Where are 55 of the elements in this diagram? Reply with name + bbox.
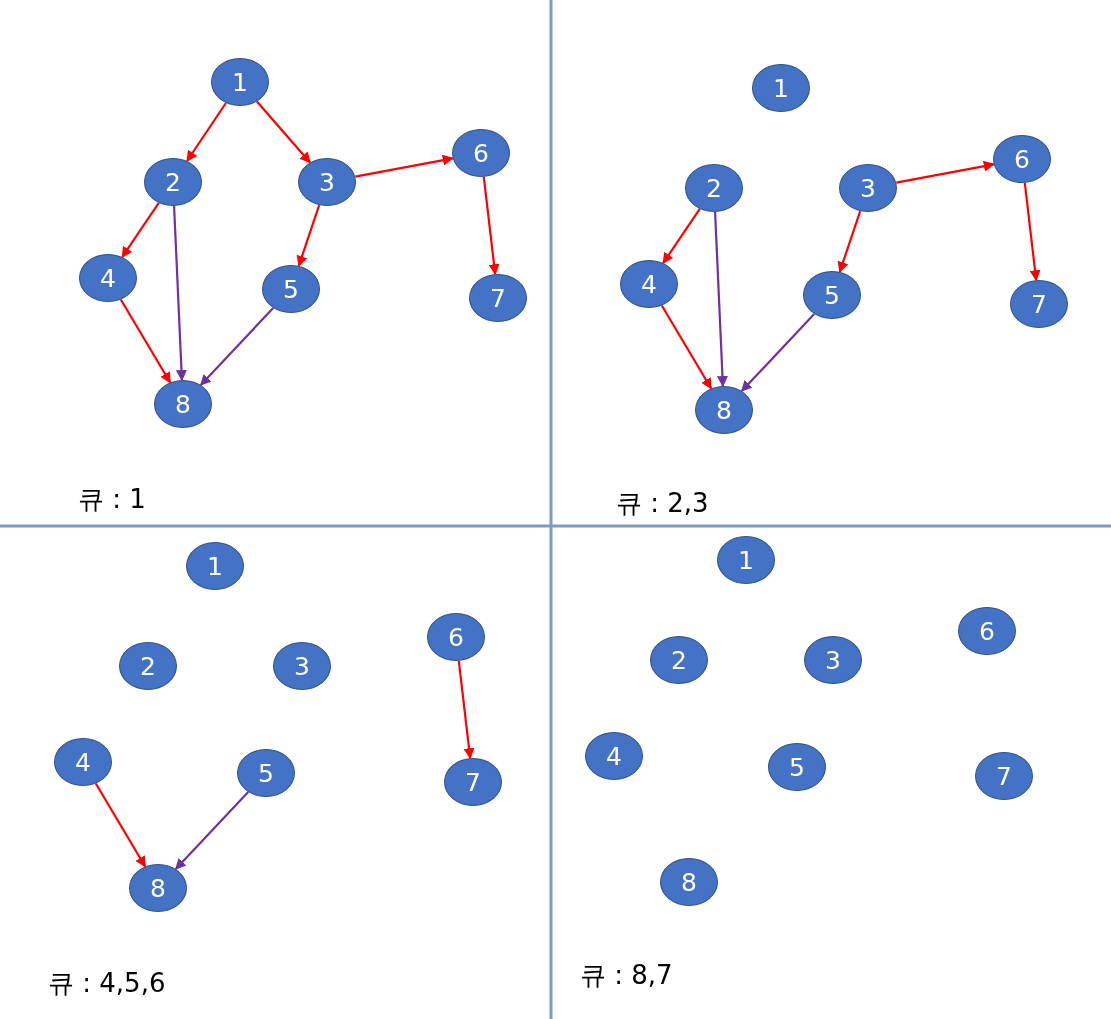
node-circle: 3 <box>804 636 862 684</box>
node-circle: 5 <box>803 271 861 319</box>
node-circle: 1 <box>752 64 810 112</box>
arrow <box>173 205 187 382</box>
arrow <box>94 782 147 868</box>
node-circle: 4 <box>54 738 112 786</box>
node-circle: 8 <box>154 380 212 428</box>
node-circle: 7 <box>1010 280 1068 328</box>
arrow <box>660 304 713 390</box>
node-circle: 8 <box>660 858 718 906</box>
node-circle: 1 <box>717 536 775 584</box>
node-circle: 5 <box>262 265 320 313</box>
node-circle: 8 <box>129 864 187 912</box>
node-circle: 1 <box>211 58 269 106</box>
node-circle: 8 <box>695 386 753 434</box>
queue-label: 큐 : 4,5,6 <box>48 967 166 1000</box>
node-circle: 3 <box>273 642 331 690</box>
arrow <box>837 210 862 273</box>
node-circle: 1 <box>186 542 244 590</box>
node-circle: 6 <box>993 135 1051 183</box>
arrow <box>121 202 160 258</box>
node-circle: 6 <box>427 613 485 661</box>
node-circle: 6 <box>452 129 510 177</box>
queue-label: 큐 : 1 <box>78 483 146 516</box>
node-circle: 7 <box>444 758 502 806</box>
arrow <box>200 307 274 386</box>
node-circle: 3 <box>839 164 897 212</box>
arrow <box>714 211 728 388</box>
node-circle: 6 <box>958 607 1016 655</box>
node-circle: 4 <box>620 260 678 308</box>
arrow <box>186 102 227 162</box>
node-circle: 5 <box>237 749 295 797</box>
arrow <box>482 176 500 276</box>
node-circle: 7 <box>469 274 527 322</box>
node-circle: 2 <box>685 164 743 212</box>
arrow <box>256 100 311 164</box>
queue-label: 큐 : 8,7 <box>580 959 673 992</box>
node-circle: 5 <box>768 743 826 791</box>
arrow <box>457 660 475 760</box>
arrow <box>662 208 701 264</box>
node-circle: 2 <box>119 642 177 690</box>
node-circle: 3 <box>298 158 356 206</box>
node-circle: 4 <box>79 254 137 302</box>
arrow <box>741 313 815 392</box>
node-circle: 2 <box>650 636 708 684</box>
arrow <box>896 160 995 184</box>
node-circle: 7 <box>975 752 1033 800</box>
arrow <box>119 298 172 384</box>
arrow <box>296 204 321 267</box>
arrow <box>175 791 249 870</box>
arrow <box>355 154 454 178</box>
queue-label: 큐 : 2,3 <box>616 487 709 520</box>
node-circle: 2 <box>144 158 202 206</box>
node-circle: 4 <box>585 732 643 780</box>
arrow <box>1023 182 1041 282</box>
